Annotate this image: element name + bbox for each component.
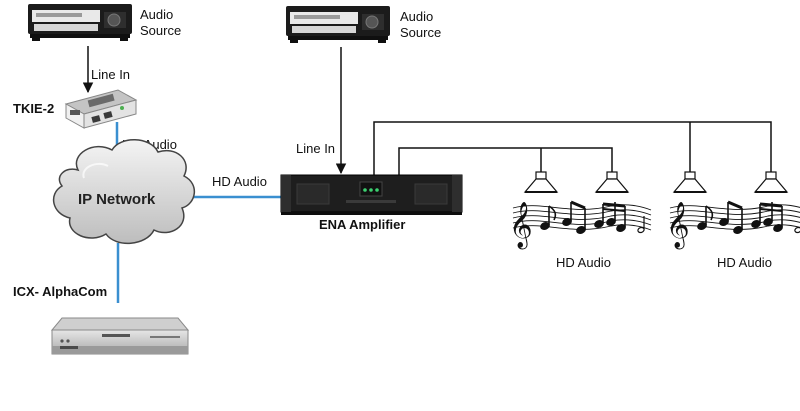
audio-source-device-2	[285, 5, 391, 44]
hd-audio-zone-label-1: HD Audio	[556, 255, 611, 270]
hd-audio-amp-label: HD Audio	[212, 174, 267, 189]
tkie-2-device	[64, 89, 138, 129]
horn-speaker-icon-4	[754, 171, 788, 193]
line-in-label-1: Line In	[91, 67, 130, 82]
hd-audio-zone-label-2: HD Audio	[717, 255, 772, 270]
speaker-wire-outer	[373, 121, 772, 176]
tkie-label: TKIE-2	[13, 101, 54, 116]
icx-alphacom-device	[50, 317, 190, 355]
audio-source-label-1b: Source	[140, 23, 181, 38]
icx-label: ICX- AlphaCom	[13, 284, 107, 299]
horn-speaker-icon-1	[524, 171, 558, 193]
amplifier-device	[280, 174, 463, 215]
connections	[82, 46, 772, 303]
ip-network-label: IP Network	[78, 191, 156, 208]
ena-amplifier-label: ENA Amplifier	[319, 217, 405, 232]
music-notes-icon-2	[664, 200, 800, 252]
horn-speaker-icon-2	[595, 171, 629, 193]
audio-source-device-1	[27, 3, 133, 42]
line-in-label-2: Line In	[296, 141, 335, 156]
music-notes-icon-1	[507, 200, 653, 252]
audio-source-label-2: Audio	[400, 9, 433, 24]
speaker-wire-inner	[398, 147, 613, 176]
cloud-icon	[52, 139, 195, 245]
horn-speaker-icon-3	[673, 171, 707, 193]
audio-source-label-1: Audio	[140, 7, 173, 22]
audio-source-label-2b: Source	[400, 25, 441, 40]
